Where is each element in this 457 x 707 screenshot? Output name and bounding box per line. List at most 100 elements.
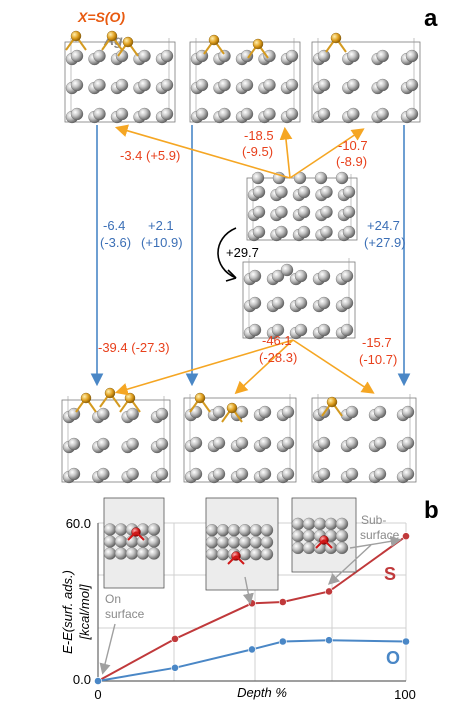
ag-atom [155,467,169,481]
ag-atom [302,529,316,543]
energy-center-rotation: +29.7 [226,245,259,260]
structure-insets [103,497,357,591]
ag-atom [160,78,174,92]
ag-atom [285,49,299,63]
ag-atom [340,323,354,337]
s-atom [330,32,342,44]
ag-atom [373,467,387,481]
ag-atom [249,548,263,561]
ag-atom [263,49,276,63]
panel-b-label: b [424,497,439,524]
energy-bot-right-2: (-10.7) [359,352,397,367]
ag-atom [335,517,349,531]
arrow-bot-left [114,339,294,396]
ag-atom [281,436,295,450]
ag-atom [260,524,274,537]
ag-atom [160,49,174,63]
s-atom [326,396,338,408]
ag-atom [275,205,288,219]
sub-surface-label-2: surface [360,528,400,542]
ag-atom [320,225,333,239]
slab-structures [61,30,421,484]
energy-bot-right-1: -15.7 [362,335,392,350]
o-bond [127,531,137,541]
ag-atom [103,523,117,536]
o-bond [227,555,237,565]
ytick-top: 60.0 [66,516,91,531]
ag-atom [252,185,266,199]
sub-surface-label-1: Sub- [361,513,386,527]
ag-atom [138,78,151,92]
ag-atom [126,407,139,421]
slab-top-mid [189,34,301,124]
slab-center-bottom [242,258,356,340]
energy-top-right-1: -10.7 [338,138,368,153]
ag-adatom [314,171,328,185]
ag-atom [275,225,288,239]
energy-midleft-1: +2.1 [148,218,174,233]
ag-atom [115,78,129,92]
s-atom [124,392,136,404]
ag-atom [155,407,169,421]
callout-arrow-left [99,623,116,675]
ag-adatom [280,263,294,277]
ag-atom [313,517,327,531]
ag-atom [126,467,139,481]
ag-atom [324,517,338,531]
s-atom [252,38,264,50]
data-point-s [278,598,287,606]
ag-atom [317,436,331,450]
energy-bot-left: -39.4 (-27.3) [98,340,170,355]
ag-atom [335,541,349,555]
on-surface-label-1: On [105,592,121,606]
ag-atom [345,436,359,450]
ag-atom [103,535,117,548]
energy-bot-mid-2: (-28.3) [259,350,297,365]
ag-atom [263,78,276,92]
data-point-s [171,634,179,643]
ag-atom [147,547,161,560]
ag-atom [216,524,230,537]
callout-arrow-right-2 [327,544,372,585]
o-bond [315,539,325,549]
ag-adatom [335,171,349,185]
ag-atom [238,524,252,537]
ag-atom [138,49,151,63]
data-point-s [325,587,333,596]
ag-atom [212,467,226,481]
data-point-o [94,677,102,685]
ag-atom [260,536,274,549]
energy-right-1: +24.7 [367,218,400,233]
ag-atom [218,49,231,63]
s-atom [208,34,220,46]
ag-atom [70,107,84,121]
energy-left-2: (-3.6) [100,235,131,250]
ag-atom [93,107,106,121]
ag-atom [297,225,311,239]
slab-box [311,397,417,483]
ag-atom [401,436,415,450]
arrow-rotation [217,227,237,279]
ag-atom [240,78,254,92]
ag-atom [212,436,226,450]
ag-atom [205,548,219,561]
ag-atom [235,467,249,481]
s-atom [70,30,82,42]
ag-atom [281,405,295,419]
s-atom [104,387,116,399]
arrow-top-mid [279,126,293,179]
ag-atom [317,467,331,481]
panel-b: b 60.0 0.0 0 100 Depth % E-E(surf. ads.)… [60,497,439,702]
ag-atom [218,107,231,121]
ag-atom [147,535,161,548]
s-atom [80,392,92,404]
ag-atom [93,49,106,63]
ag-atom [258,405,272,419]
ag-atom [240,107,254,121]
ag-atom [340,296,354,310]
ag-atom [320,185,333,199]
ag-atom [291,529,305,543]
ag-atom [218,78,231,92]
panel-a-label: a [424,5,438,32]
ag-atom [126,437,139,451]
